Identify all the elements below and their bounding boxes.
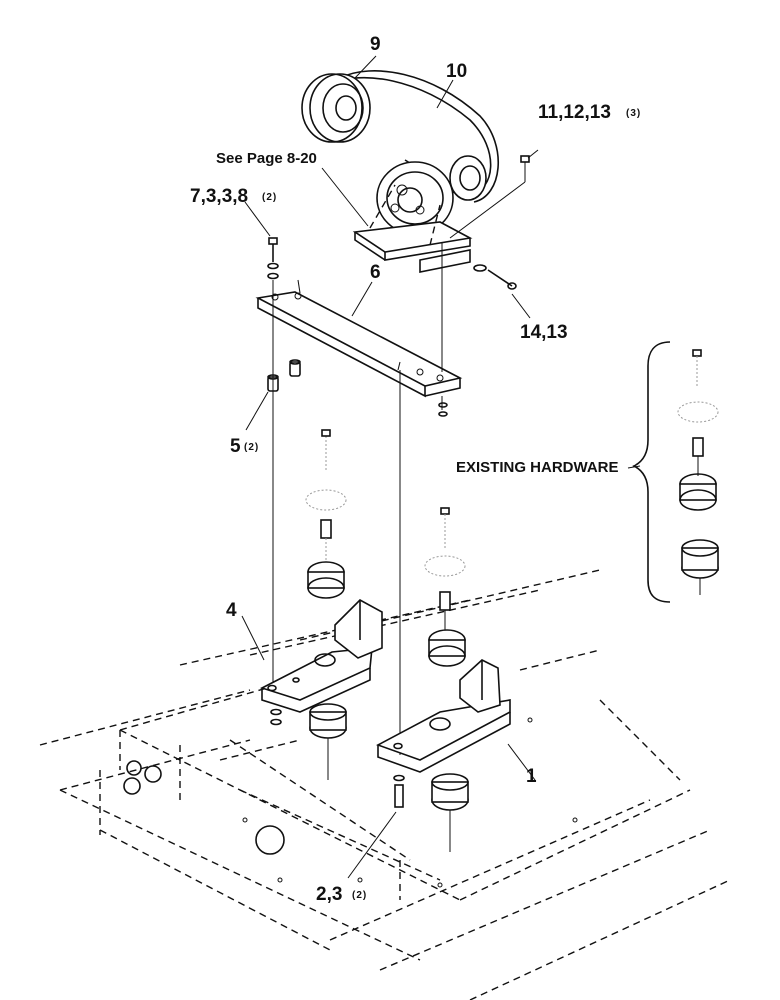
callout-11-12-13: 11,12,13 [538,102,611,123]
alternator [376,161,454,235]
leader-lines [241,55,641,879]
callout-6: 6 [370,262,381,283]
callout-10: 10 [446,61,467,82]
callout-2-3: 2,3 [316,884,342,905]
callout-14-13: 14,13 [520,322,568,343]
see-page-reference: See Page 8-20 [216,150,317,167]
callout-5: 5 [230,436,241,457]
existing-hardware-label: EXISTING HARDWARE [456,459,619,476]
bolt-set-14-13 [473,264,517,290]
existing-hardware-stack-left [270,429,347,780]
chassis-frame [39,569,731,1000]
pulley-and-belt-assembly [301,70,530,290]
callout-5-qty: (2) [244,442,259,453]
callout-2-qty: (2) [352,890,367,901]
existing-hardware-detail [632,341,719,603]
alternator-bracket [352,184,473,273]
callout-11-qty: (3) [626,108,641,119]
callout-7-qty: (2) [262,192,277,203]
bolt-set-11-12-13 [449,155,530,239]
mount-bracket-4 [259,599,383,713]
callout-4: 4 [226,600,237,621]
alignment-lines [272,242,448,755]
bolt-set-7-3-3-8 [267,237,279,280]
existing-hardware-stack-right [393,507,469,852]
callout-9: 9 [370,34,381,55]
callout-labels: 9 10 11,12,13 (3) See Page 8-20 7,3,3,8 … [190,34,641,905]
mount-plate [255,279,463,398]
callout-7-3-3-8: 7,3,3,8 [190,186,248,207]
mount-bracket-1 [376,659,511,773]
callout-1: 1 [526,766,537,787]
